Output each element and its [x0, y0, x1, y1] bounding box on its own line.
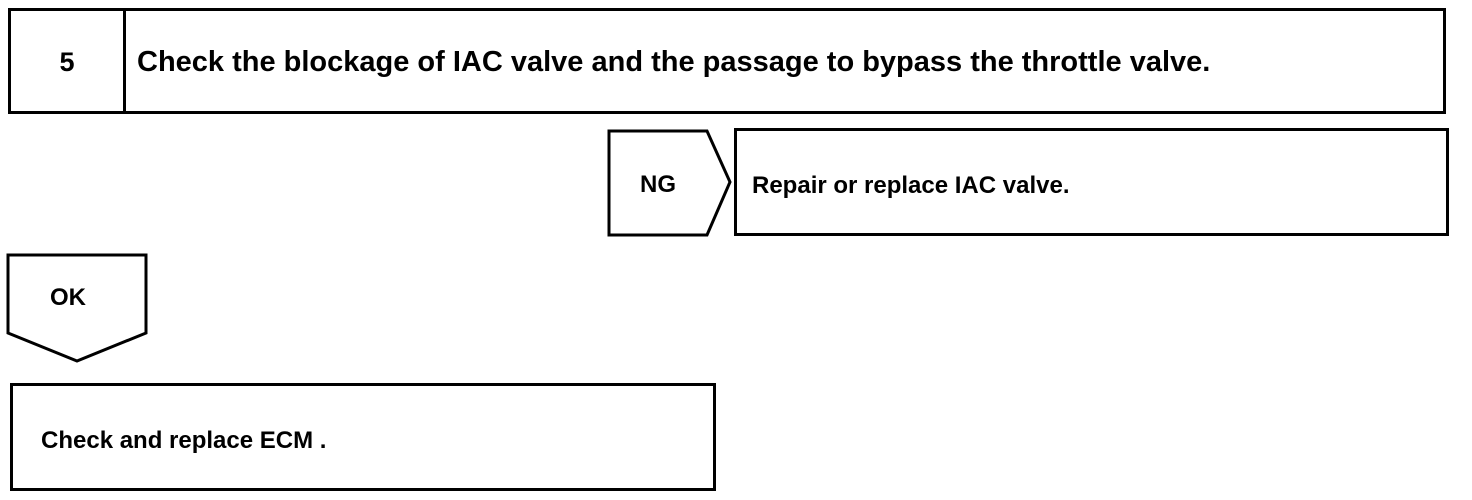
step-number: 5 — [59, 47, 75, 77]
step-divider — [123, 11, 126, 111]
ok-pointer-arrow — [6, 253, 148, 363]
step-instruction: Check the blockage of IAC valve and the … — [137, 46, 1211, 78]
ng-pointer-arrow — [607, 129, 732, 237]
ng-label: NG — [640, 171, 676, 198]
ok-label: OK — [50, 284, 86, 311]
ok-result-box: Check and replace ECM . — [10, 383, 716, 491]
ok-result-text: Check and replace ECM . — [41, 427, 327, 454]
step-box: 5 Check the blockage of IAC valve and th… — [8, 8, 1446, 114]
ng-result-box: Repair or replace IAC valve. — [734, 128, 1449, 236]
ng-result-text: Repair or replace IAC valve. — [752, 172, 1070, 199]
